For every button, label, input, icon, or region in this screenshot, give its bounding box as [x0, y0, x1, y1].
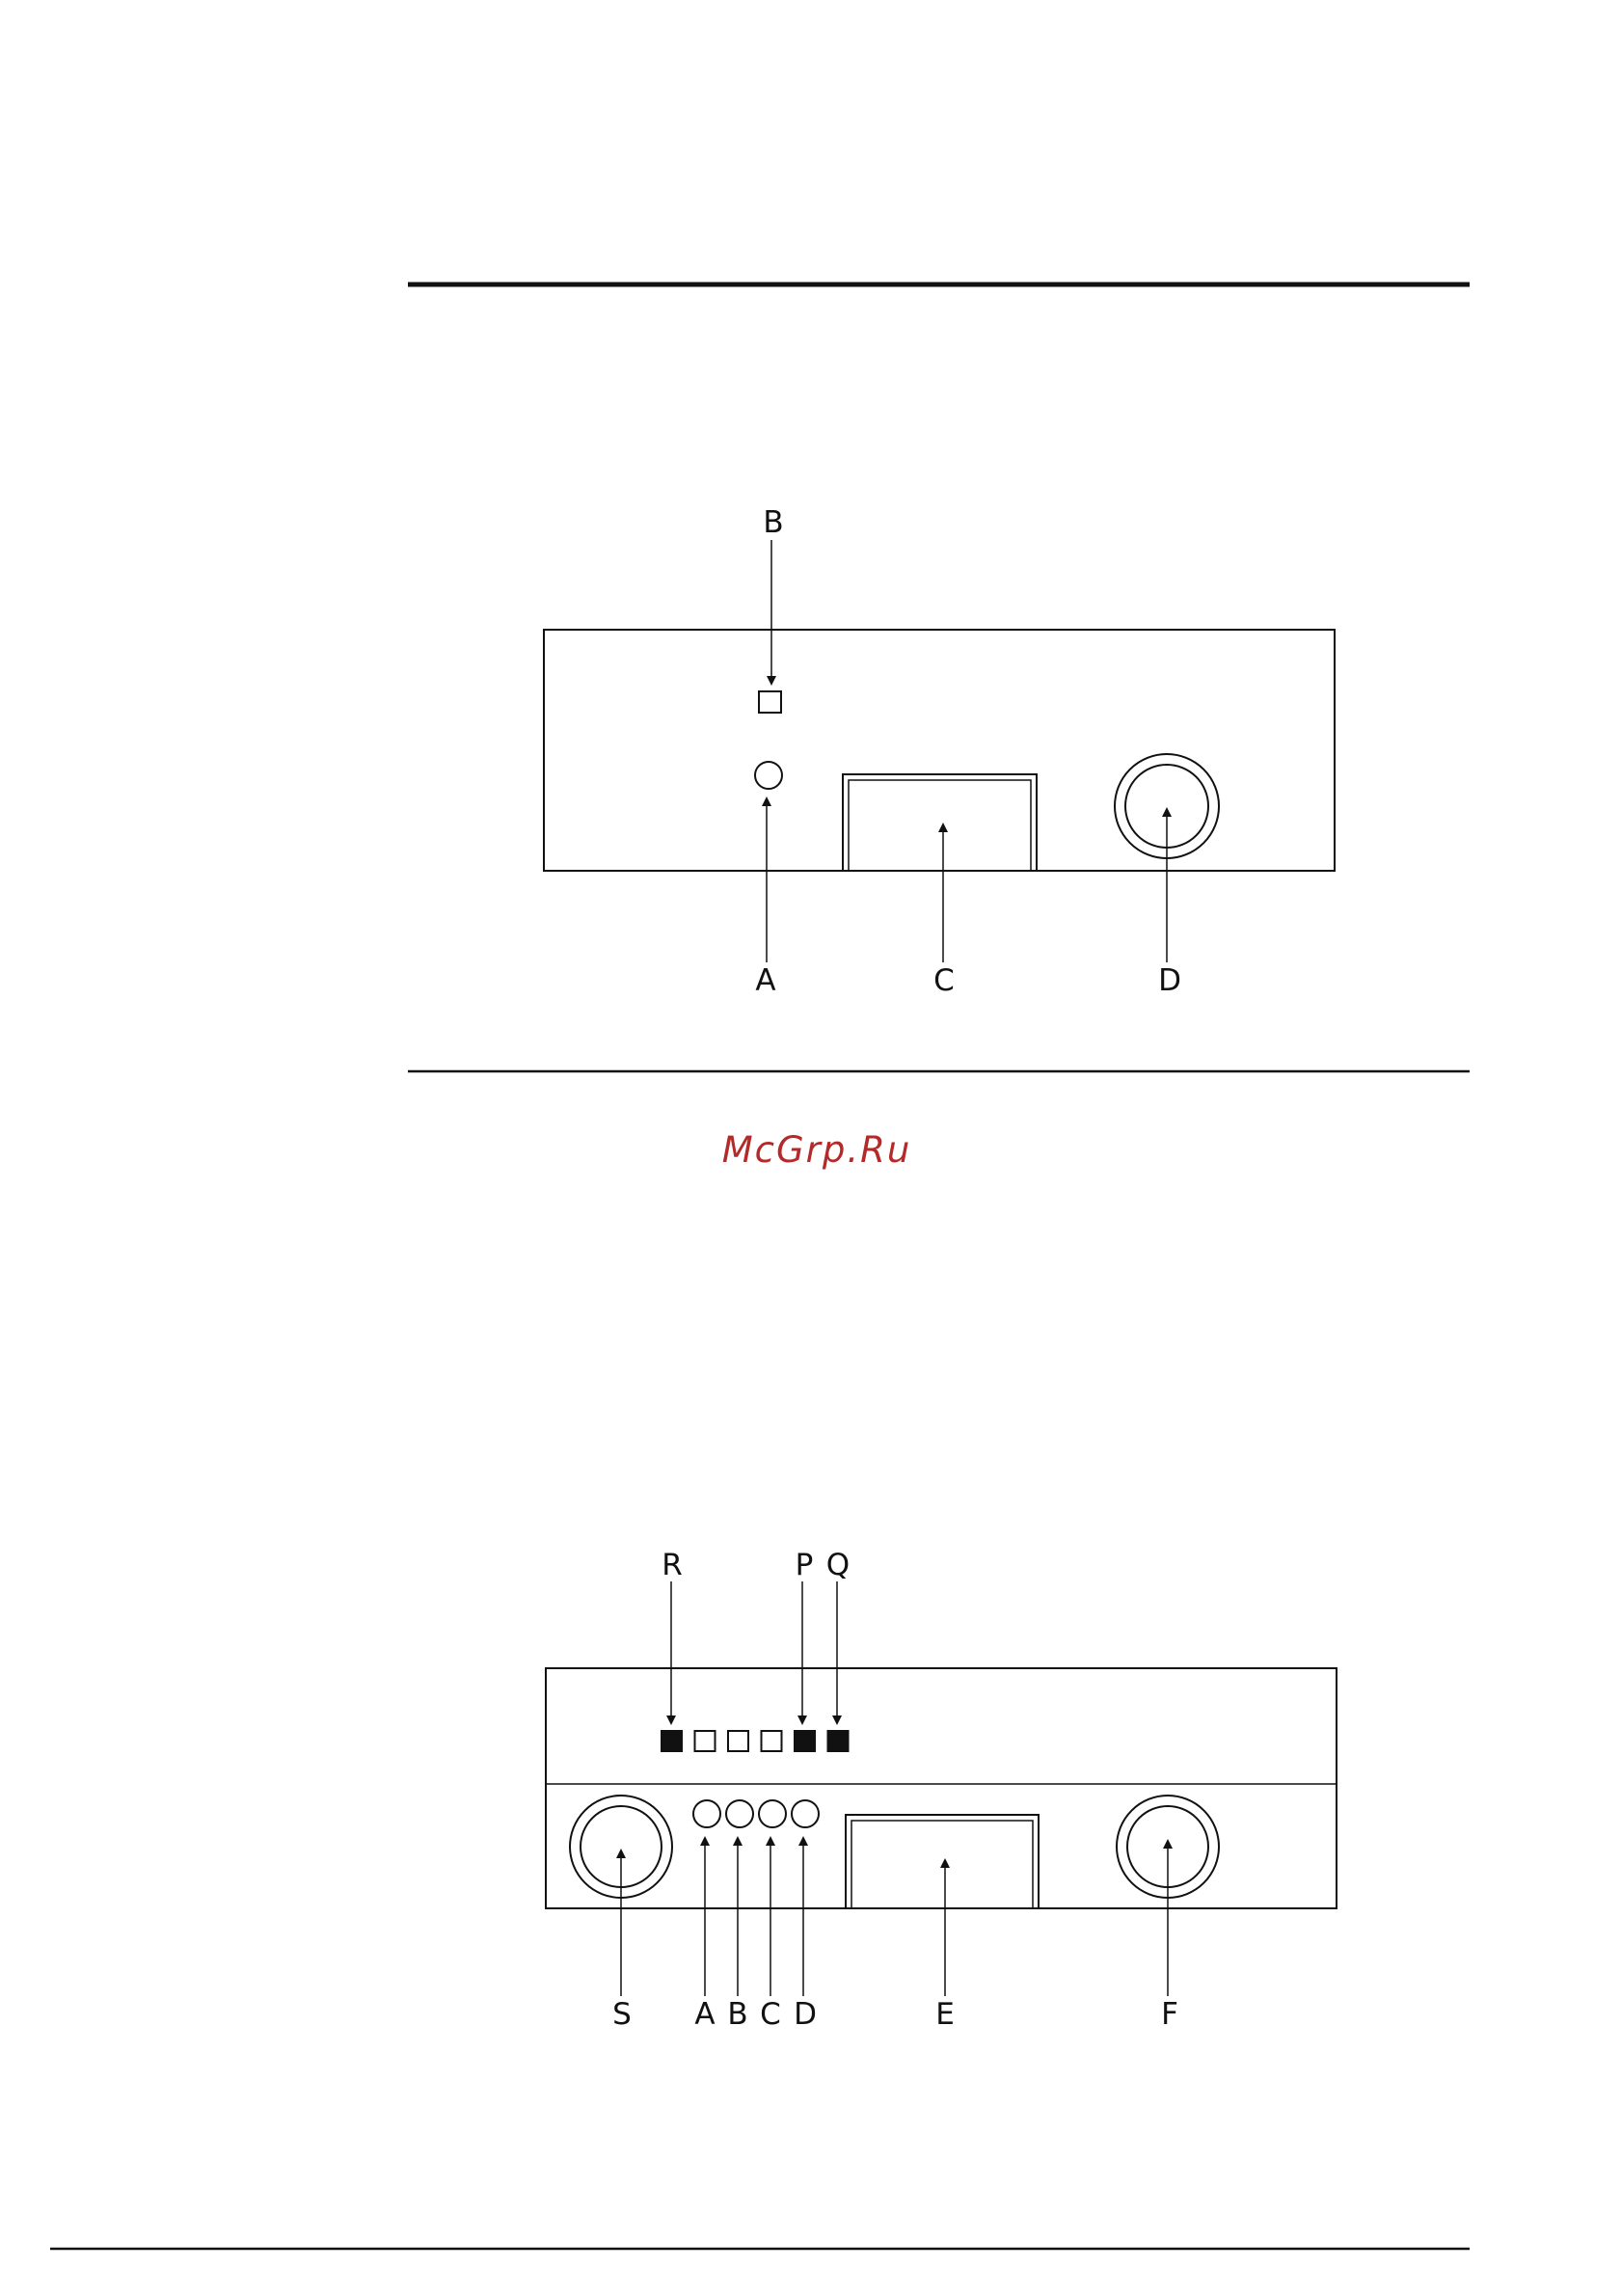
- callout-label-a: A: [755, 963, 775, 998]
- figure-1-front-panel: B A C D: [544, 505, 1335, 998]
- square-indicator-b: [759, 691, 781, 713]
- callout-label-a: A: [694, 1997, 715, 2032]
- round-indicator-c: [759, 1800, 786, 1827]
- callout-label-e: E: [935, 1997, 955, 2032]
- square-indicator-5-filled: [795, 1731, 815, 1751]
- watermark-text: McGrp.Ru: [722, 1129, 912, 1171]
- square-indicator-row: [662, 1731, 849, 1751]
- round-indicator-d: [792, 1800, 819, 1827]
- square-indicator-6-filled: [828, 1731, 849, 1751]
- figure-2-front-panel: R P Q S A B C D E F: [546, 1548, 1337, 2032]
- callout-label-b: B: [727, 1997, 747, 2032]
- callout-label-d: D: [794, 1997, 817, 2032]
- callout-label-c: C: [760, 1997, 781, 2032]
- square-indicator-3-empty: [728, 1731, 748, 1751]
- callout-label-d: D: [1158, 963, 1181, 998]
- round-indicator-b: [726, 1800, 753, 1827]
- display-window-e-outer: [846, 1815, 1039, 1908]
- callout-label-b: B: [763, 505, 783, 540]
- display-window-c-outer: [843, 774, 1037, 871]
- square-indicator-1-filled: [662, 1731, 682, 1751]
- callout-label-f: F: [1161, 1997, 1178, 2032]
- square-indicator-4-empty: [762, 1731, 782, 1751]
- callout-label-q: Q: [826, 1548, 850, 1582]
- callout-label-r: R: [662, 1548, 683, 1582]
- display-window-e-inner: [851, 1821, 1033, 1908]
- panel-outline: [544, 630, 1335, 871]
- round-indicator-a: [693, 1800, 720, 1827]
- square-indicator-2-empty: [695, 1731, 716, 1751]
- callout-label-c: C: [933, 963, 955, 998]
- display-window-c-inner: [849, 780, 1031, 871]
- callout-label-s: S: [612, 1997, 632, 2032]
- round-indicator-a: [755, 762, 782, 789]
- callout-label-p: P: [796, 1548, 814, 1582]
